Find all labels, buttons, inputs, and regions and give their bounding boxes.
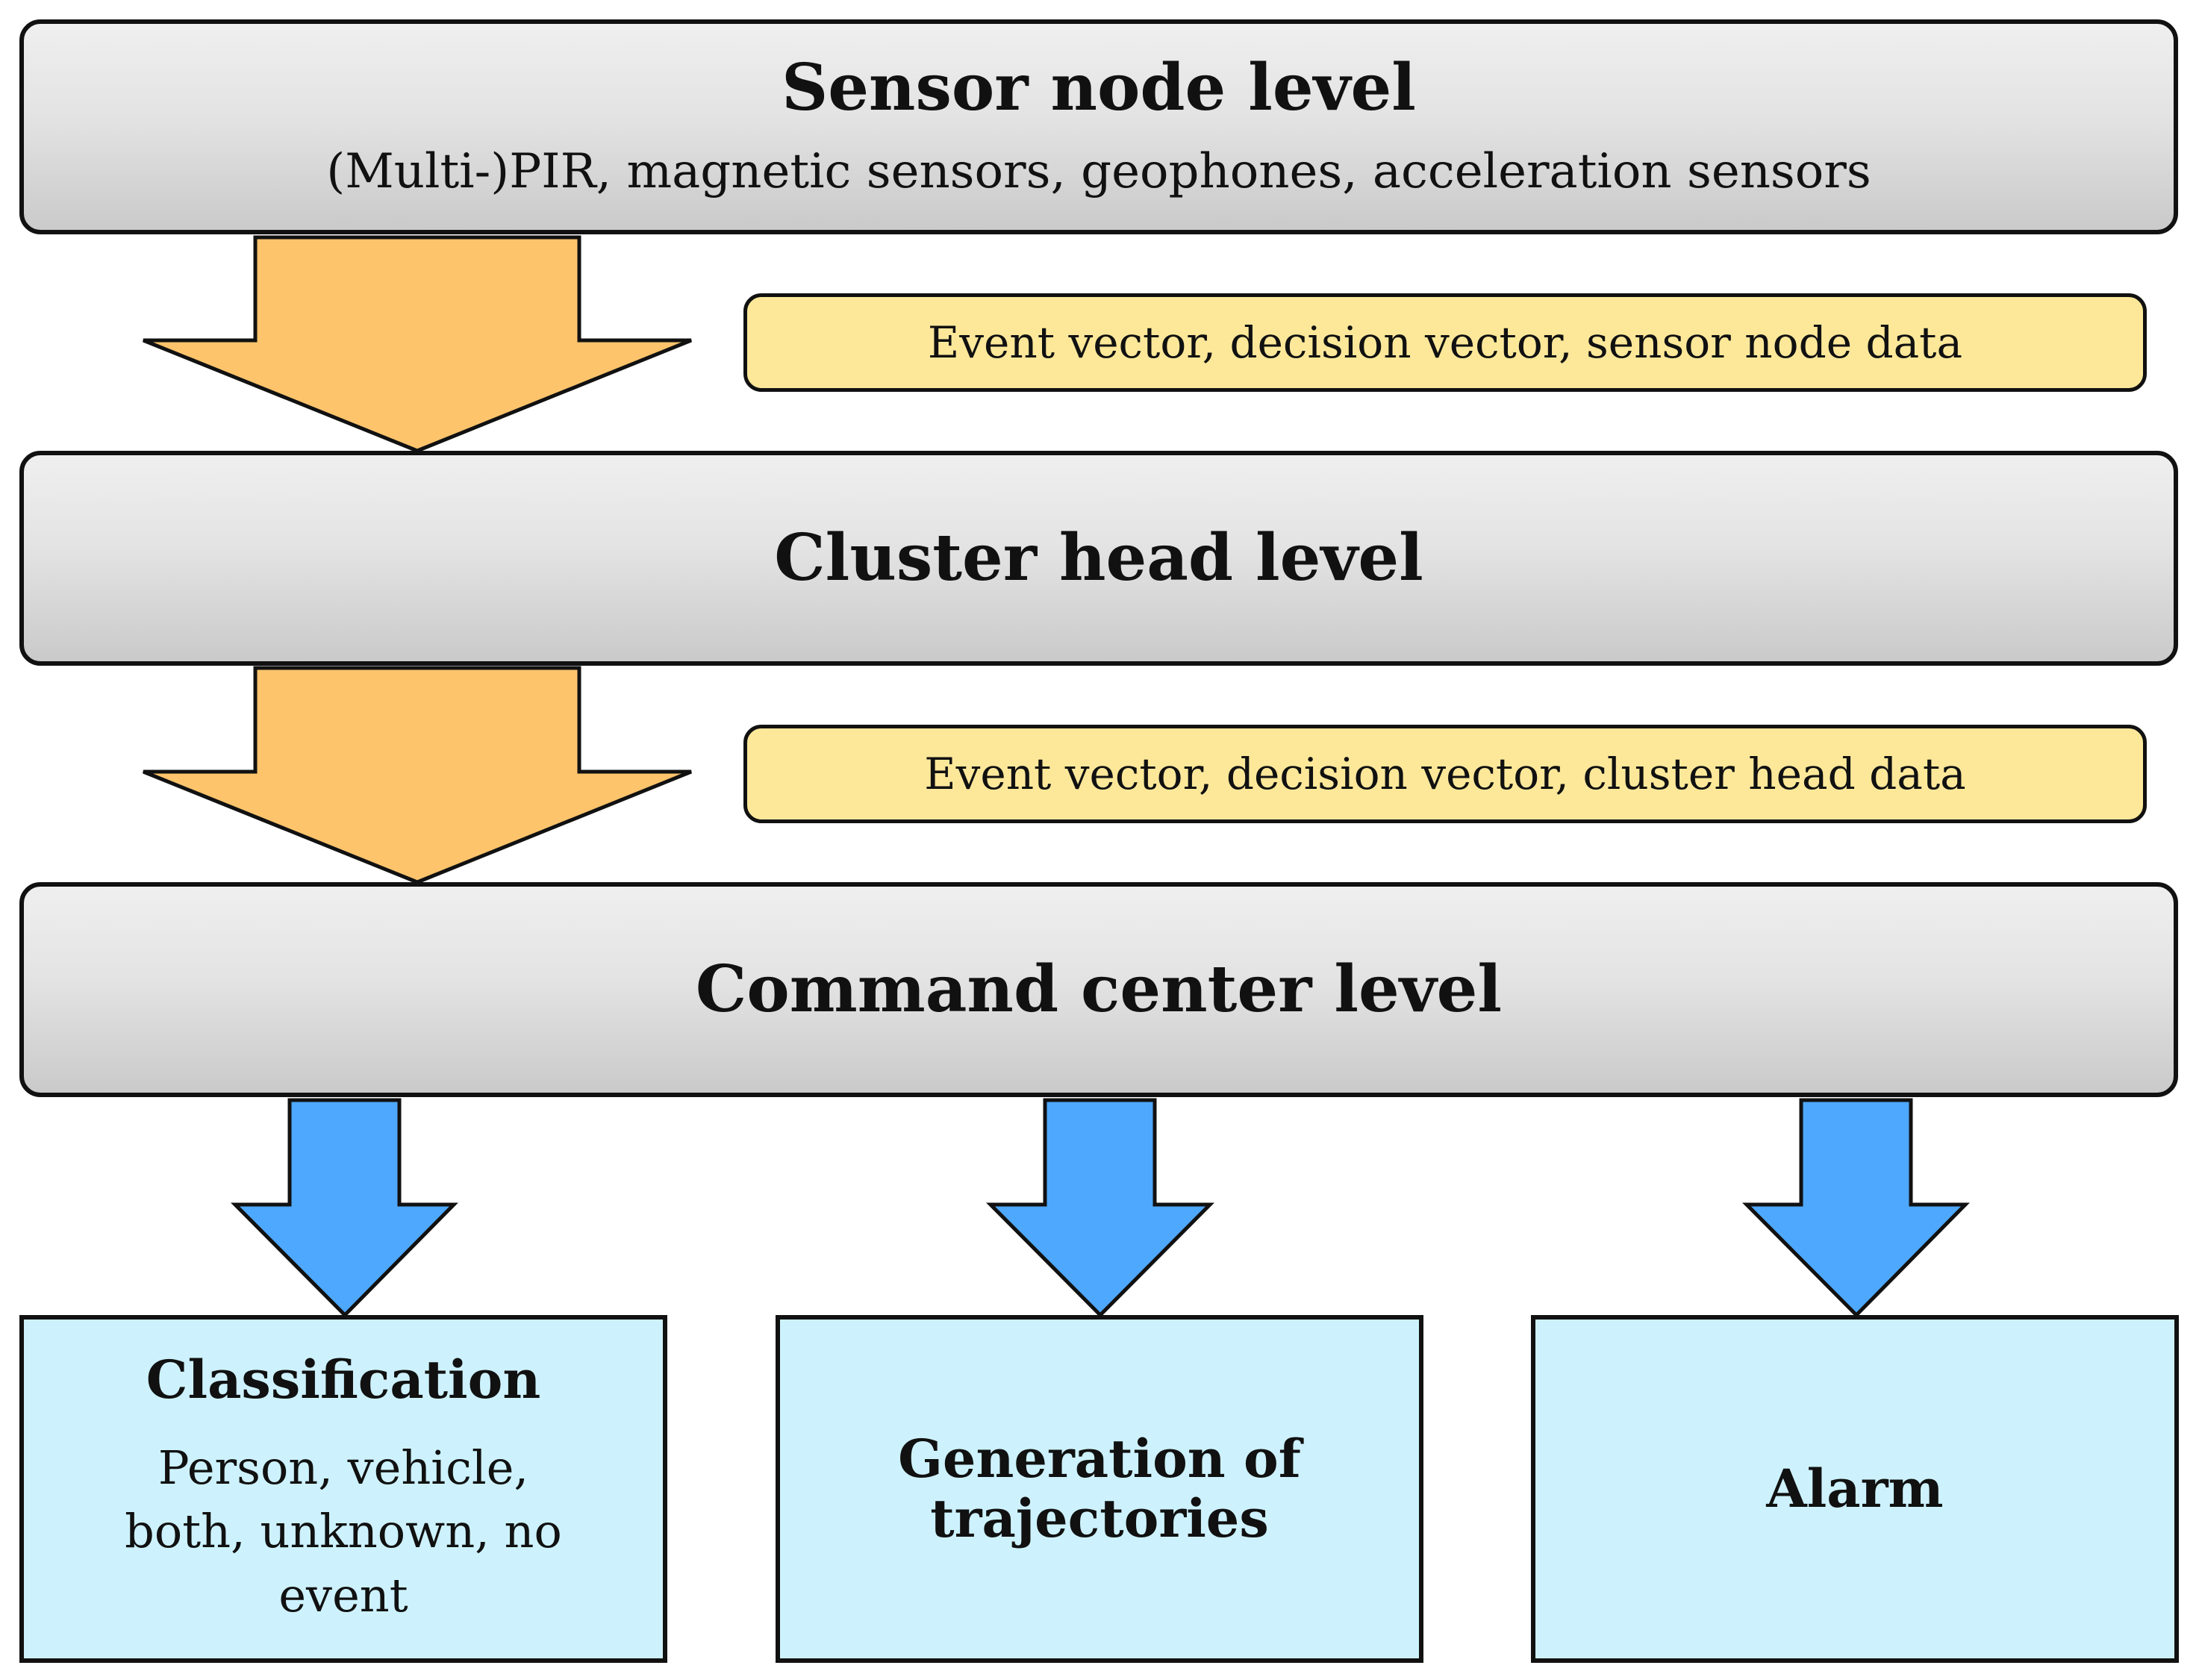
cluster-head-level-box: Cluster head level xyxy=(19,451,2178,666)
command-center-level-box: Command center level xyxy=(19,882,2178,1097)
sensor-node-level-box: Sensor node level (Multi-)PIR, magnetic … xyxy=(19,19,2178,234)
blue-arrow-to-trajectories xyxy=(985,1098,1215,1318)
command-center-level-title: Command center level xyxy=(695,951,1503,1027)
sensor-node-level-title: Sensor node level xyxy=(782,50,1416,126)
sensor-to-cluster-note: Event vector, decision vector, sensor no… xyxy=(743,293,2147,392)
cluster-to-command-note: Event vector, decision vector, cluster h… xyxy=(743,725,2147,823)
alarm-title: Alarm xyxy=(1766,1457,1944,1520)
cluster-head-level-title: Cluster head level xyxy=(774,519,1423,596)
orange-arrow-sensor-to-cluster xyxy=(143,235,692,453)
classification-title: Classification xyxy=(146,1349,541,1411)
trajectories-box: Generation of trajectories xyxy=(776,1315,1423,1663)
classification-detail: Person, vehicle, both, unknown, no event xyxy=(125,1440,562,1623)
alarm-box: Alarm xyxy=(1531,1315,2179,1663)
sensor-node-level-subtitle: (Multi-)PIR, magnetic sensors, geophones… xyxy=(326,143,1871,199)
classification-box: Classification Person, vehicle, both, un… xyxy=(19,1315,667,1663)
trajectories-title: Generation of trajectories xyxy=(898,1427,1301,1549)
orange-arrow-cluster-to-command xyxy=(143,666,692,884)
blue-arrow-to-alarm xyxy=(1741,1098,1970,1318)
blue-arrow-to-classification xyxy=(230,1098,458,1318)
